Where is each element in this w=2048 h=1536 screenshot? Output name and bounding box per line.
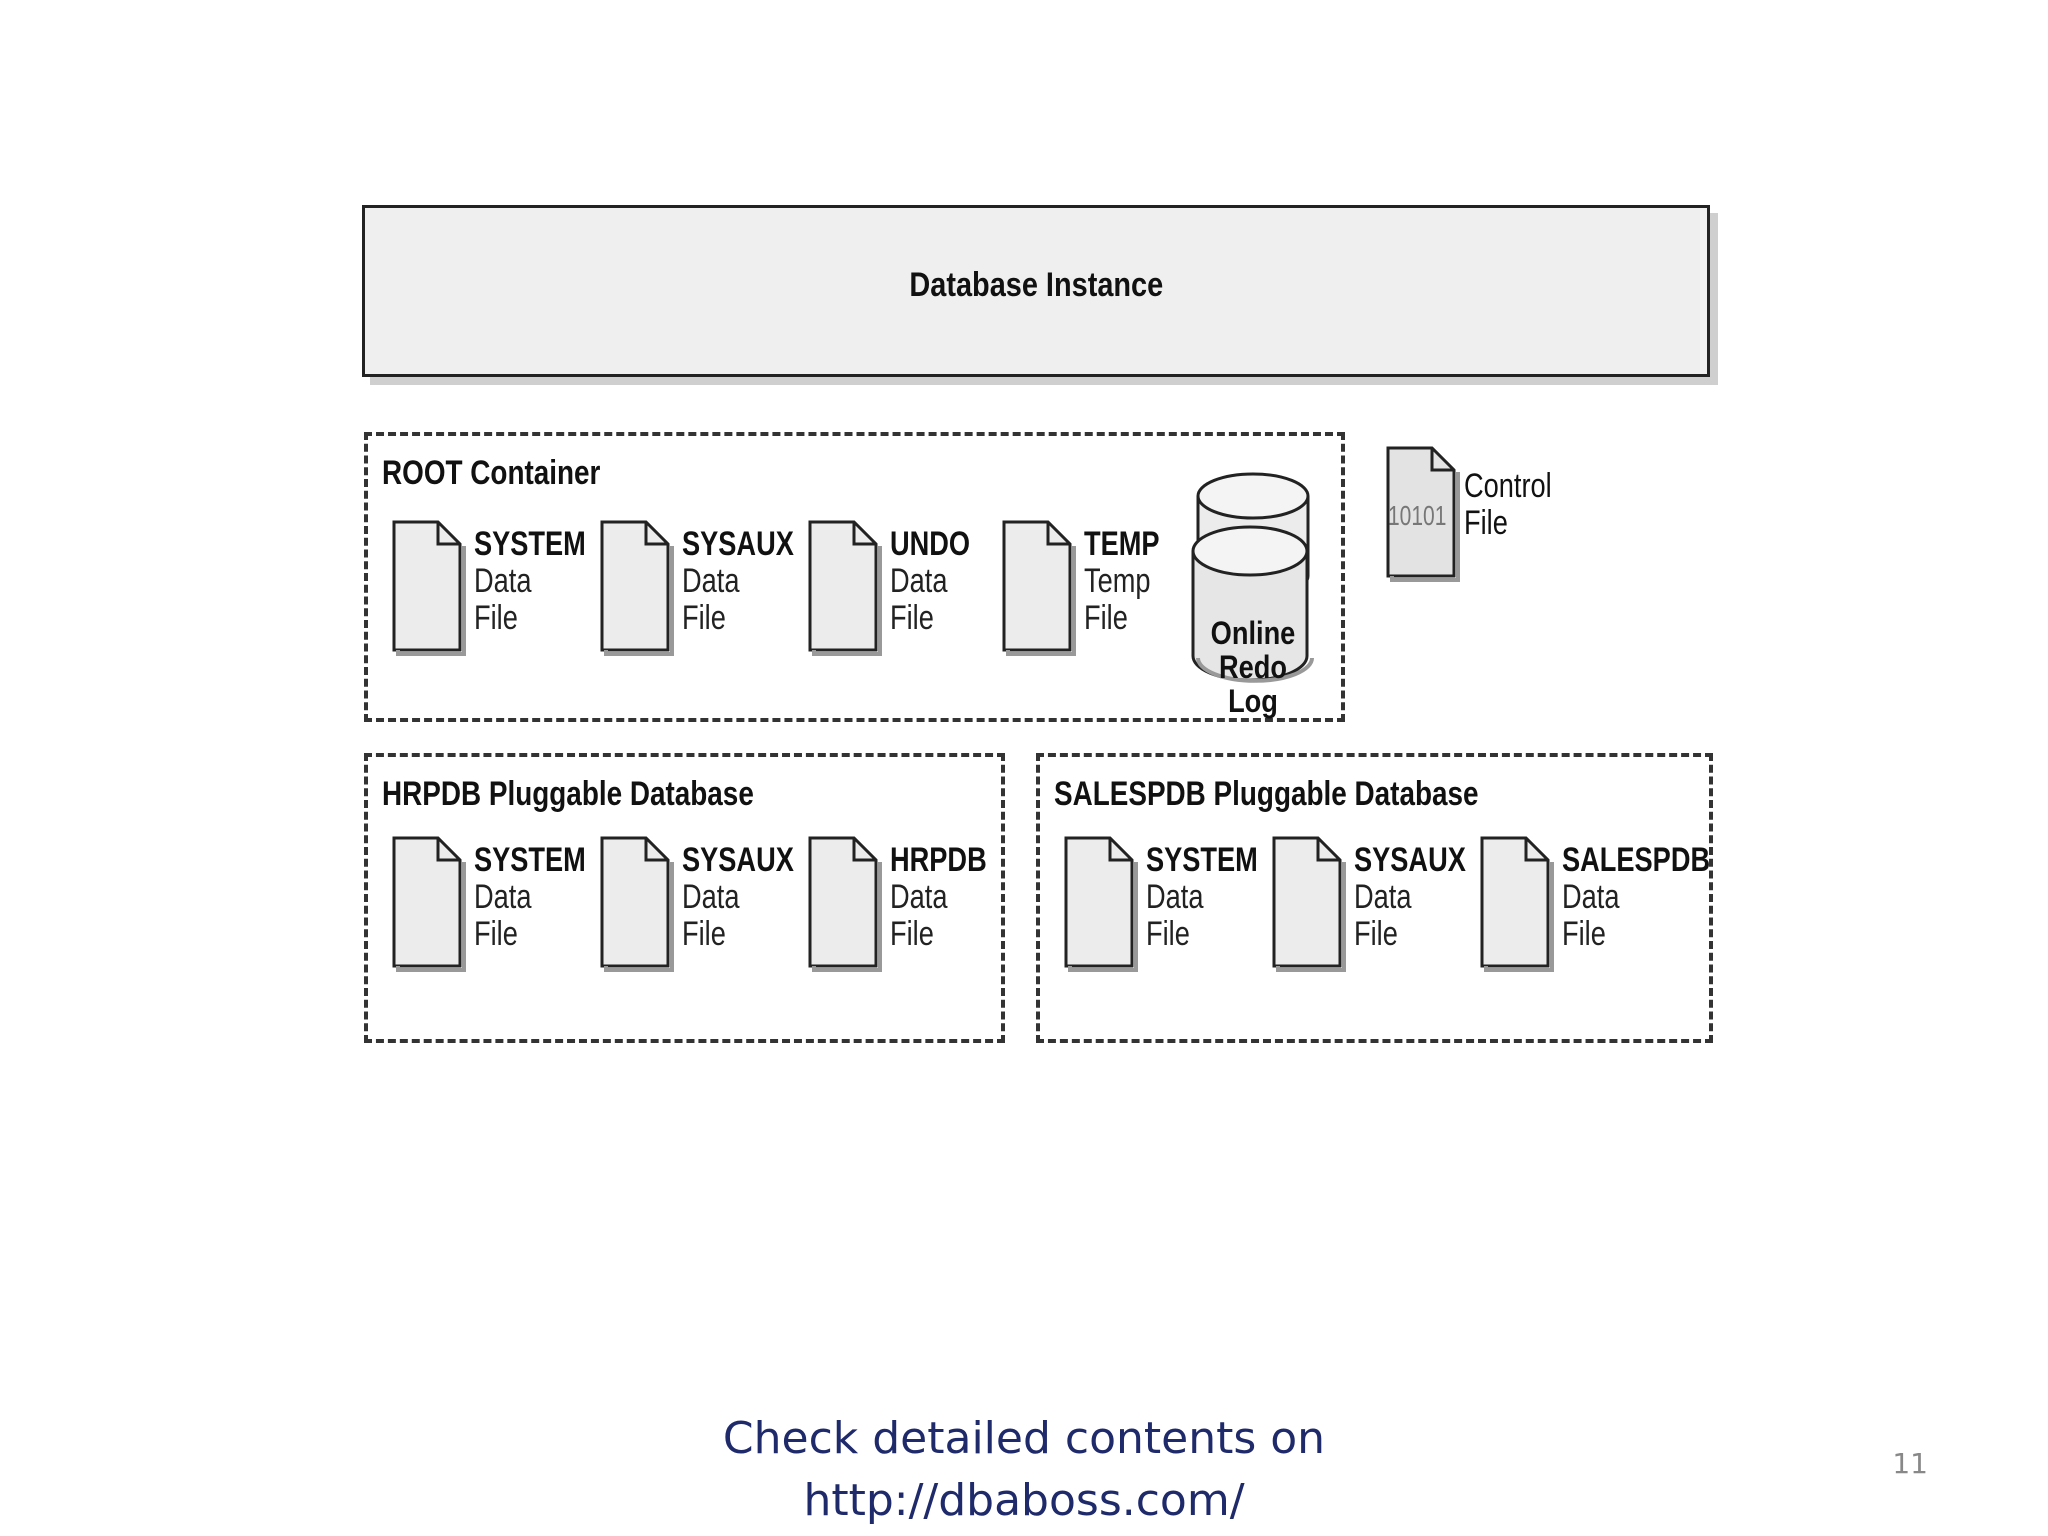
file-kind: File <box>890 915 934 953</box>
root-sysaux-file: SYSAUX Data File <box>594 516 794 666</box>
file-type: Data <box>682 878 740 916</box>
file-type: Data <box>890 878 948 916</box>
salespdb-container: SALESPDB Pluggable Database SYSTEM Data … <box>1036 753 1713 1043</box>
file-kind: File <box>1562 915 1606 953</box>
file-name: HRPDB <box>890 841 987 879</box>
hrpdb-hrpdb-file: HRPDB Data File <box>802 832 1002 982</box>
root-container: ROOT Container SYSTEM Data File SYSAUX D… <box>364 432 1345 722</box>
redo-label-line2: Redo Log <box>1219 649 1287 719</box>
document-icon <box>600 520 674 656</box>
hrpdb-sysaux-file: SYSAUX Data File <box>594 832 794 982</box>
document-icon <box>392 520 466 656</box>
control-file-label-line1: Control <box>1464 467 1552 505</box>
file-type: Data <box>1354 878 1412 916</box>
control-file-icon <box>1386 446 1460 582</box>
document-icon <box>1480 836 1554 972</box>
salespdb-system-file: SYSTEM Data File <box>1058 832 1258 982</box>
control-file: 10101 Control File <box>1380 442 1600 592</box>
database-instance-box: Database Instance <box>362 205 1710 377</box>
salespdb-container-title: SALESPDB Pluggable Database <box>1054 775 1479 813</box>
file-type: Data <box>474 878 532 916</box>
file-name: SALESPDB <box>1562 841 1711 879</box>
page-number: 11 <box>1892 1447 1928 1480</box>
file-kind: File <box>474 599 518 637</box>
root-temp-file: TEMP Temp File <box>996 516 1196 666</box>
document-icon <box>808 520 882 656</box>
file-kind: File <box>474 915 518 953</box>
database-instance-label: Database Instance <box>909 265 1163 304</box>
control-file-bits: 10101 <box>1388 500 1447 531</box>
salespdb-sysaux-file: SYSAUX Data File <box>1266 832 1466 982</box>
salespdb-salespdb-file: SALESPDB Data File <box>1474 832 1710 982</box>
file-name: SYSAUX <box>1354 841 1466 879</box>
document-icon <box>392 836 466 972</box>
file-name: UNDO <box>890 525 971 563</box>
root-undo-file: UNDO Data File <box>802 516 1002 666</box>
control-file-label-line2: File <box>1464 504 1508 542</box>
file-kind: File <box>1146 915 1190 953</box>
file-name: SYSTEM <box>474 525 586 563</box>
hrpdb-container-title: HRPDB Pluggable Database <box>382 775 754 813</box>
document-icon <box>1064 836 1138 972</box>
footer-text: Check detailed contents on http://dbabos… <box>0 1408 2048 1532</box>
document-icon <box>808 836 882 972</box>
file-kind: File <box>682 915 726 953</box>
file-kind: File <box>1084 599 1128 637</box>
root-container-title: ROOT Container <box>382 454 601 492</box>
file-name: SYSTEM <box>1146 841 1258 879</box>
footer-line1: Check detailed contents on <box>722 1413 1326 1464</box>
document-icon <box>600 836 674 972</box>
file-type: Data <box>682 562 740 600</box>
file-kind: File <box>890 599 934 637</box>
file-kind: File <box>1354 915 1398 953</box>
file-name: SYSTEM <box>474 841 586 879</box>
document-icon <box>1272 836 1346 972</box>
file-type: Data <box>890 562 948 600</box>
hrpdb-container: HRPDB Pluggable Database SYSTEM Data Fil… <box>364 753 1005 1043</box>
root-system-file: SYSTEM Data File <box>386 516 586 666</box>
file-type: Data <box>1146 878 1204 916</box>
document-icon <box>1002 520 1076 656</box>
file-kind: File <box>682 599 726 637</box>
file-type: Data <box>474 562 532 600</box>
footer-link[interactable]: http://dbaboss.com/ <box>803 1475 1245 1526</box>
file-type: Data <box>1562 878 1620 916</box>
hrpdb-system-file: SYSTEM Data File <box>386 832 586 982</box>
file-name: SYSAUX <box>682 525 794 563</box>
file-name: SYSAUX <box>682 841 794 879</box>
online-redo-log: Online Redo Log <box>1188 466 1318 718</box>
file-name: TEMP <box>1084 525 1160 563</box>
database-cylinder-icon <box>1191 472 1314 683</box>
redo-label-line1: Online <box>1210 615 1296 651</box>
file-type: Temp <box>1084 562 1151 600</box>
